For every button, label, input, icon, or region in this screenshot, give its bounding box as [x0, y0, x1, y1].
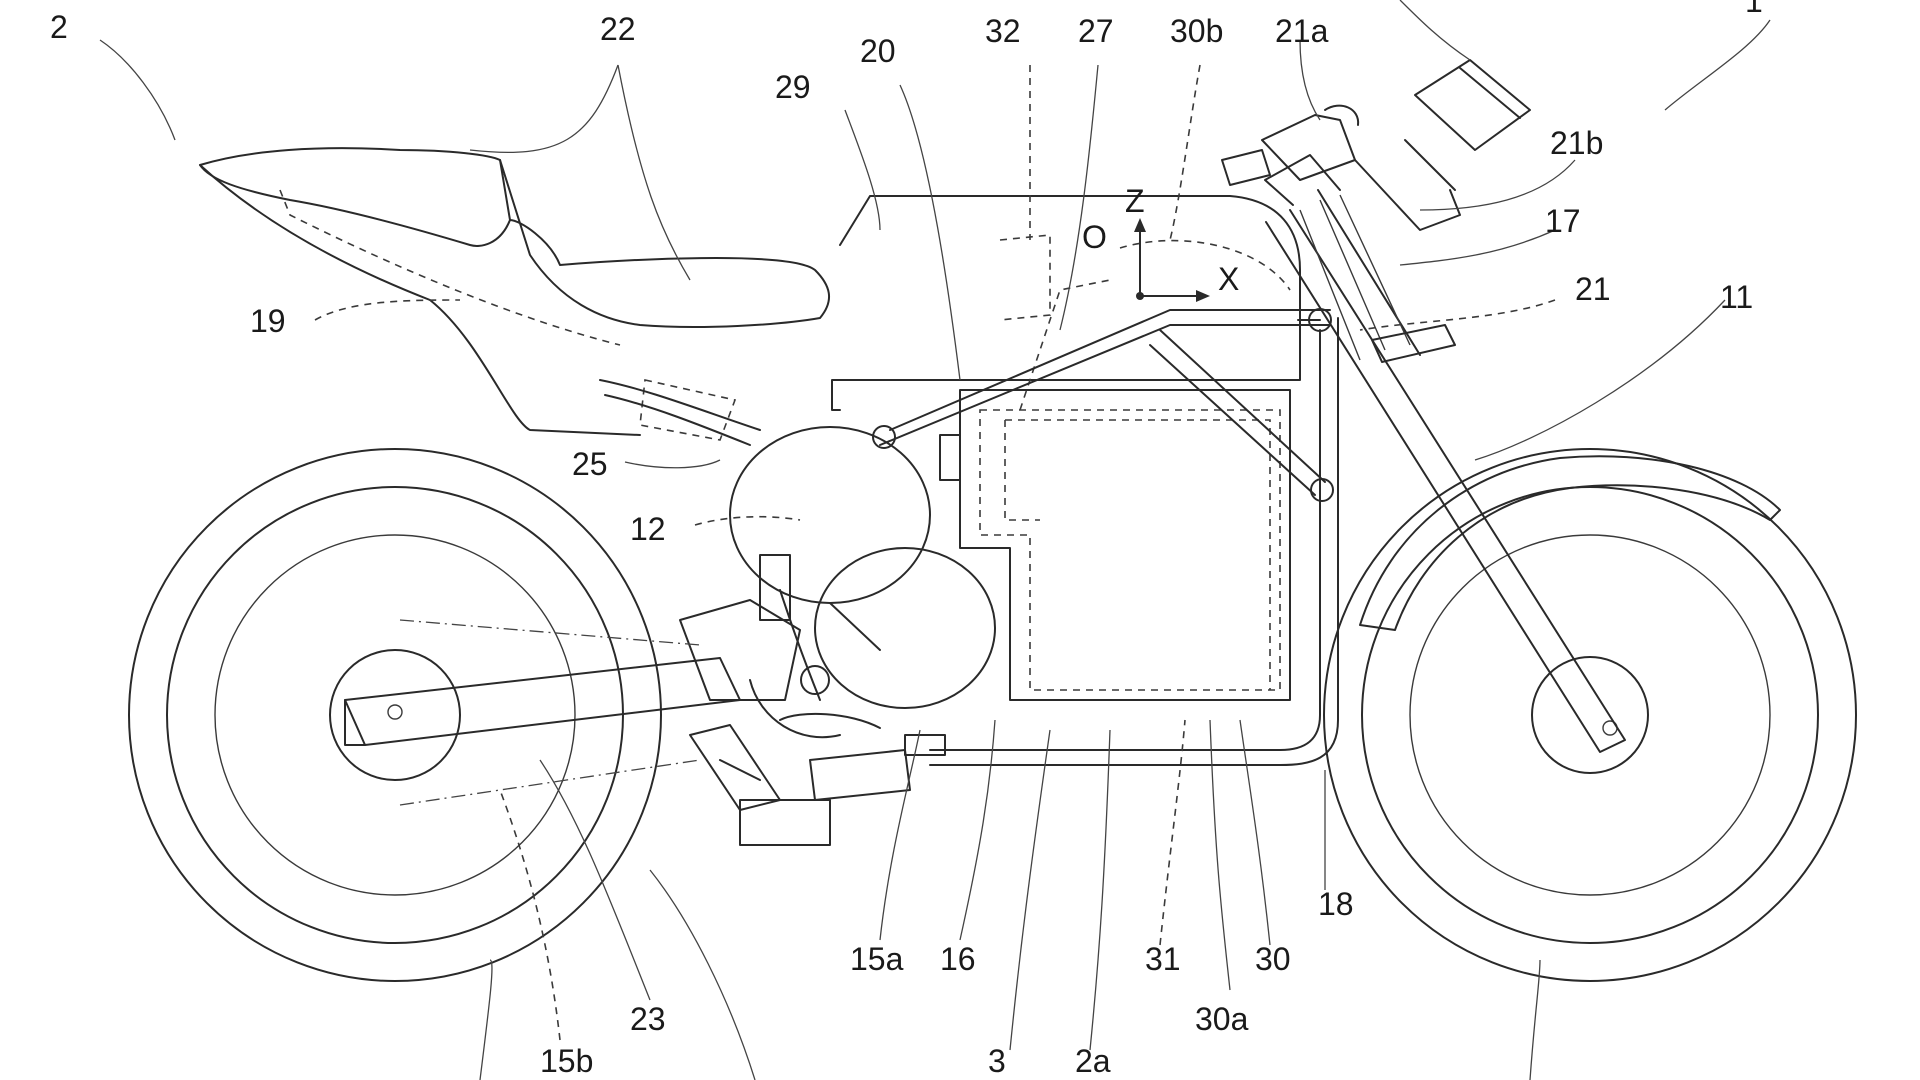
- label-20: 20: [860, 33, 896, 69]
- label-2: 2: [50, 9, 68, 45]
- drive-links: [690, 714, 945, 845]
- label-19: 19: [250, 303, 286, 339]
- label-3: 3: [988, 1043, 1006, 1079]
- axis-label-x: X: [1218, 261, 1239, 297]
- label-30b: 30b: [1170, 13, 1223, 49]
- label-17: 17: [1545, 203, 1581, 239]
- label-25: 25: [572, 446, 608, 482]
- label-29: 29: [775, 69, 811, 105]
- label-12: 12: [630, 511, 666, 547]
- label-1: 1: [1745, 0, 1763, 19]
- battery-case: [980, 235, 1290, 690]
- swing-arm: [345, 600, 800, 805]
- label-27: 27: [1078, 13, 1114, 49]
- label-32: 32: [985, 13, 1021, 49]
- motor: [730, 427, 995, 737]
- seat-tail: [200, 148, 829, 440]
- axis-label-o: O: [1082, 219, 1107, 255]
- label-23: 23: [630, 1001, 666, 1037]
- label-21a: 21a: [1275, 13, 1329, 49]
- label-18: 18: [1318, 886, 1354, 922]
- frame-tubes: [600, 309, 1333, 501]
- rear-wheel: [129, 449, 661, 981]
- label-30a: 30a: [1195, 1001, 1249, 1037]
- label-22: 22: [600, 11, 636, 47]
- label-16: 16: [940, 941, 976, 977]
- label-15b: 15b: [540, 1043, 593, 1079]
- label-2a: 2a: [1075, 1043, 1111, 1079]
- label-31: 31: [1145, 941, 1181, 977]
- main-frame: [930, 318, 1338, 765]
- label-15a: 15a: [850, 941, 904, 977]
- label-11: 11: [1720, 279, 1753, 315]
- label-21b: 21b: [1550, 125, 1603, 161]
- axis-label-z: Z: [1125, 183, 1145, 219]
- label-21: 21: [1575, 271, 1611, 307]
- reference-labels: 2 22 29 20 32 27 30b 21a 1 21b 17 21 11 …: [50, 0, 1763, 1079]
- front-wheel: [1324, 449, 1856, 981]
- coordinate-axes: [1134, 218, 1210, 302]
- label-30: 30: [1255, 941, 1291, 977]
